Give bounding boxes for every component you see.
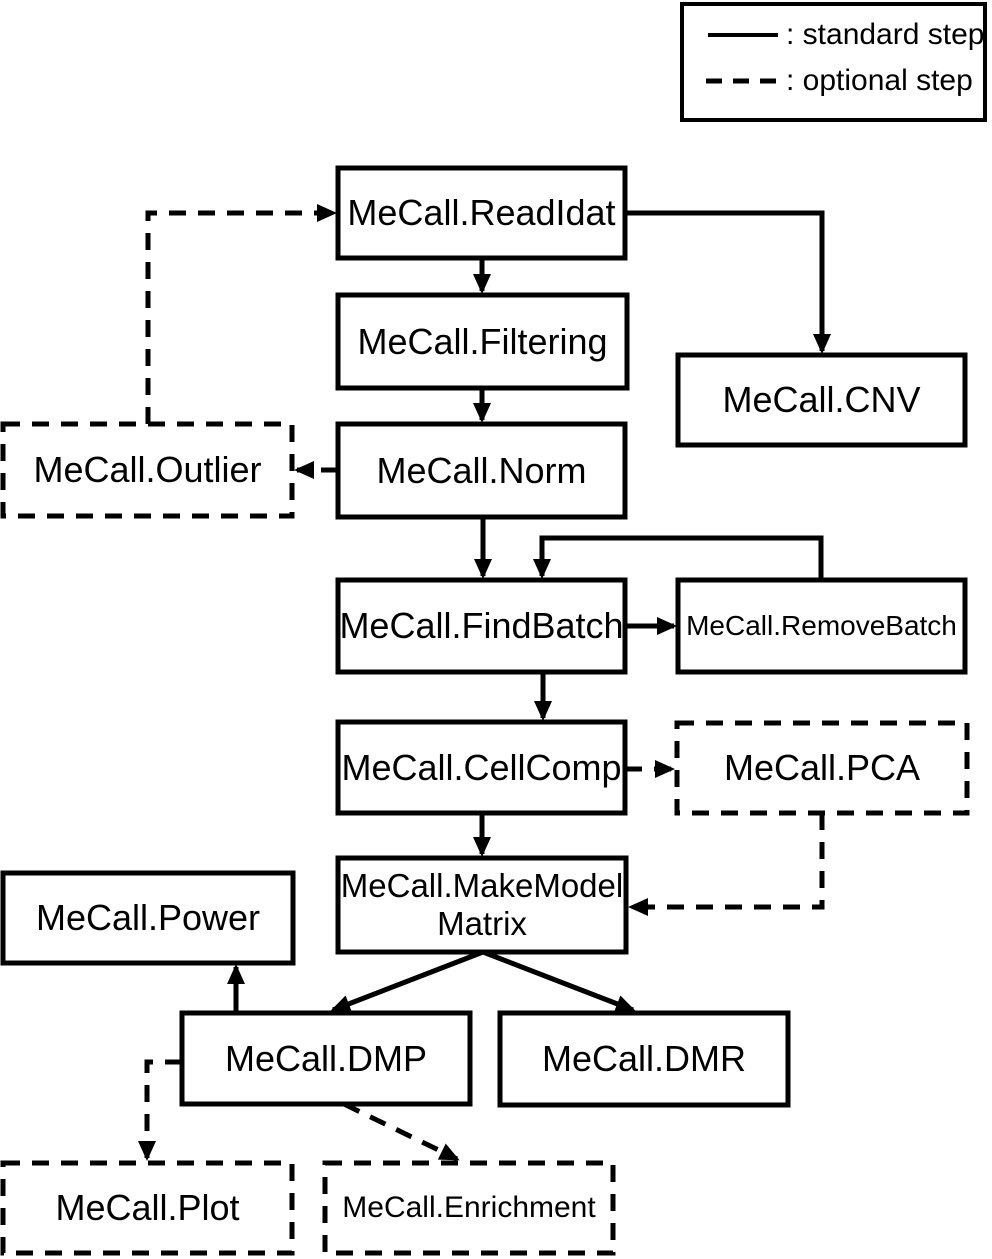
node-box-dmp [179,1010,473,1107]
legend-label-optional-step: : optional step [786,64,973,97]
node-box-power [0,870,296,966]
edge-makemodel-dmp [330,949,484,1013]
node-box-plot [0,1160,295,1256]
node-box-readidat [335,165,628,261]
node-box-makemodelmatrix [335,855,629,955]
edge-outlier-readidat [145,204,337,424]
node-box-dmr [497,1010,791,1108]
node-box-removebatch [675,577,968,675]
node-box-cnv [675,352,968,448]
node-box-outlier [0,421,295,519]
node-box-cellcomp [335,719,628,816]
node-box-findbatch [335,577,628,675]
node-box-pca [674,720,970,816]
node-box-enrichment [322,1160,616,1256]
edge-pca-makemodel [628,813,825,916]
edge-dmp-enrichment [342,1101,460,1162]
edge-makemodel-dmr [482,949,636,1013]
edge-dmp-plot [138,1059,182,1161]
edge-removebatch-findbatch [533,535,824,580]
node-box-norm [335,421,628,520]
node-box-filtering [335,292,630,391]
legend-label-standard-step: : standard step [786,18,985,51]
edge-readidat-cnv [625,210,831,354]
legend-box [680,2,987,122]
